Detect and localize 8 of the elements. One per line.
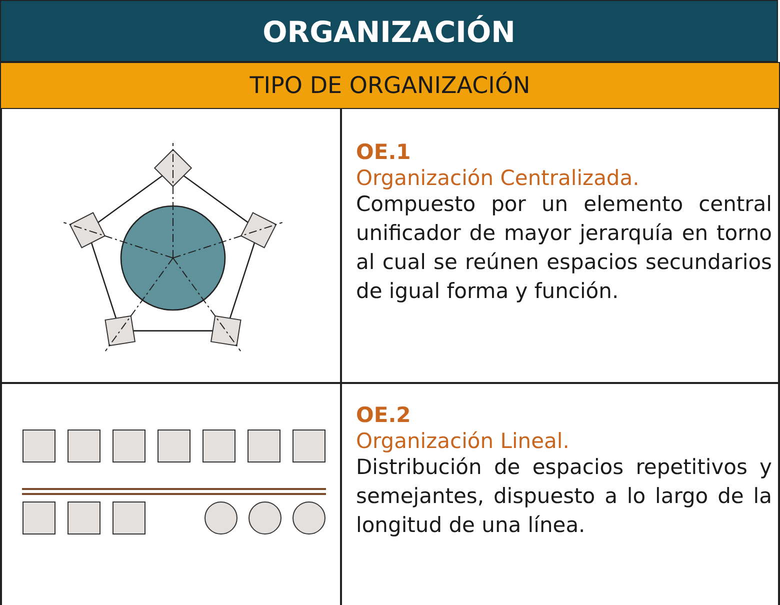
title-bar: ORGANIZACIÓN — [0, 0, 778, 62]
description-text: Distribución de espacios repetitivos y semejantes, dispuesto a lo largo de la longitud de una línea. — [356, 454, 772, 539]
code-label: OE.2 — [356, 403, 412, 427]
code-label: OE.1 — [356, 140, 412, 164]
heading-text: Organización Centralizada. — [356, 166, 640, 190]
subtitle-bar: TIPO DE ORGANIZACIÓN — [0, 62, 780, 109]
description-text: Compuesto por un elemento central unificador de mayor jerarquía en torno al cual se reúnen espacios secundarios de igual forma y función. — [356, 191, 772, 305]
heading-text: Organización Lineal. — [356, 429, 570, 453]
